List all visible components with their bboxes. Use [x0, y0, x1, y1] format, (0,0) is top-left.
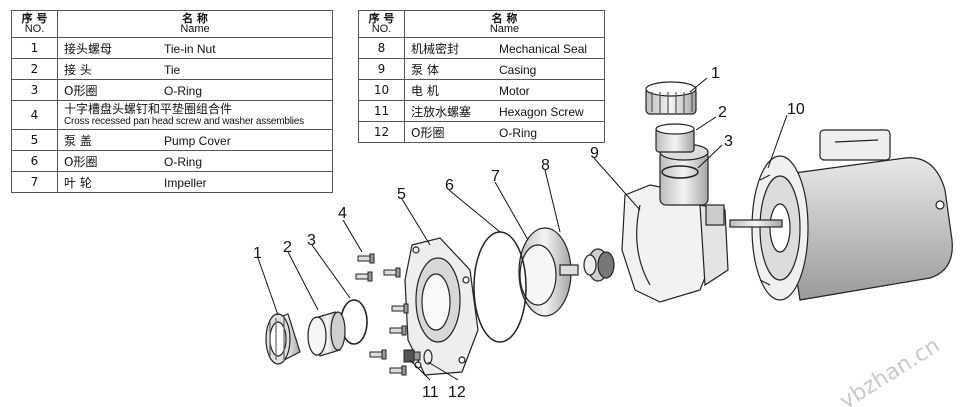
- callout-2-lower: 2: [283, 239, 292, 256]
- callout-1-upper: 1: [711, 65, 720, 82]
- callout-11: 11: [422, 384, 439, 401]
- callout-3-lower: 3: [307, 232, 316, 249]
- callout-12: 12: [448, 384, 466, 401]
- callout-4: 4: [338, 205, 347, 222]
- pump-cover: [404, 237, 479, 376]
- large-o-ring: [473, 231, 527, 343]
- callout-1-lower: 1: [253, 245, 262, 262]
- callout-leaders: [257, 77, 788, 381]
- drain-plug: [403, 349, 421, 363]
- header-no: 序 号 NO.: [358, 10, 405, 38]
- callout-5: 5: [397, 186, 406, 203]
- watermark: ybzhan.cn: [835, 333, 944, 407]
- callout-10: 10: [787, 101, 805, 118]
- lower-tie: [307, 311, 346, 357]
- lower-tie-in-nut: [265, 313, 301, 365]
- mechanical-seal: [583, 248, 615, 282]
- screws: [355, 253, 409, 376]
- upper-o-ring: [661, 165, 699, 179]
- header-no: 序 号 NO.: [11, 10, 58, 38]
- callout-8: 8: [541, 157, 550, 174]
- callout-3-upper: 3: [724, 133, 733, 150]
- upper-tie: [655, 123, 695, 153]
- callout-2-upper: 2: [718, 104, 727, 121]
- table-header: 序 号 NO. 名 称 Name: [11, 10, 333, 38]
- table-header: 序 号 NO. 名 称 Name: [358, 10, 605, 38]
- callout-9: 9: [590, 145, 599, 162]
- motor: [729, 129, 953, 301]
- header-name: 名 称 Name: [404, 10, 605, 38]
- impeller: [518, 227, 579, 317]
- callout-6: 6: [445, 177, 454, 194]
- callout-numbers: 1 2 3 4 5 6 7 8 9 10 1 2 3 11 12: [253, 65, 805, 401]
- casing: [621, 143, 729, 303]
- drain-o-ring: [423, 349, 433, 365]
- upper-tie-in-nut: [645, 81, 697, 115]
- header-name: 名 称 Name: [57, 10, 333, 38]
- callout-7: 7: [491, 168, 500, 185]
